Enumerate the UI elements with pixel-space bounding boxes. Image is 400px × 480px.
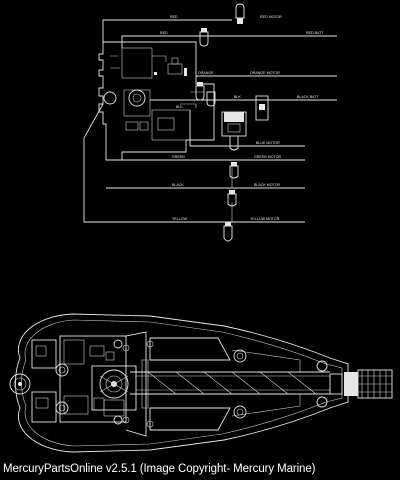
control-box <box>83 41 222 223</box>
label-orange-motor: ORANGE MOTOR <box>250 71 280 75</box>
wire-labels: RED RED MOTOR RED RED BATT ORANGE ORANGE… <box>160 15 324 221</box>
motor-housing <box>9 313 393 453</box>
label-yellow-motor: YELLOW MOTOR <box>250 217 280 221</box>
label-orange: ORANGE <box>198 71 214 75</box>
wiring-diagram: RED RED MOTOR RED RED BATT ORANGE ORANGE… <box>9 3 393 453</box>
label-red: RED <box>170 15 178 19</box>
label-blk-2: BLK <box>176 105 183 109</box>
label-red-2: RED <box>160 31 168 35</box>
label-black-batt: BLACK BATT <box>297 95 320 99</box>
label-red-motor: RED MOTOR <box>260 15 282 19</box>
label-blue-motor: BLUE MOTOR <box>256 141 280 145</box>
label-black: BLACK <box>172 183 184 187</box>
label-green: GREEN <box>172 155 185 159</box>
label-blk: BLK <box>234 95 241 99</box>
image-caption: MercuryPartsOnline v2.5.1 (Image Copyrig… <box>3 463 316 475</box>
label-black-motor: BLACK MOTOR <box>254 183 280 187</box>
wire-harness <box>84 19 337 223</box>
label-red-batt: RED BATT <box>306 31 324 35</box>
label-yellow: YELLOW <box>172 217 188 221</box>
label-green-motor: GREEN MOTOR <box>254 155 281 159</box>
wire-connectors <box>195 3 269 242</box>
